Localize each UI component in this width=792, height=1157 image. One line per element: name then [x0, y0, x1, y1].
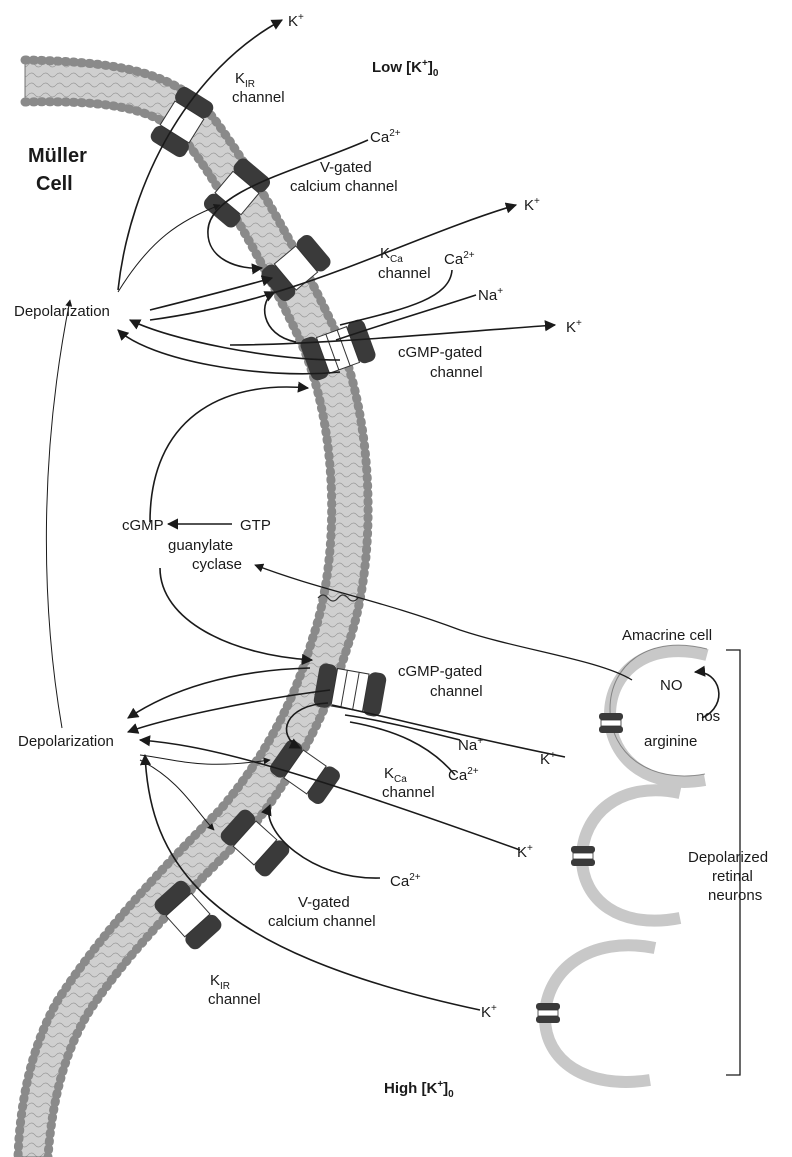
na-ion-label-bottom: Na+ — [458, 736, 483, 754]
cgmp-label-top-line2: channel — [430, 364, 483, 381]
no-label: NO — [660, 677, 683, 694]
cgmp-label-bottom-line2: channel — [430, 683, 483, 700]
k-ion-label-amacrine: K+ — [540, 750, 556, 768]
k-ion-label-neuron-bottom: K+ — [481, 1003, 497, 1021]
kir-label-top-line2: channel — [232, 89, 285, 106]
ca-ion-label-mid: Ca2+ — [444, 250, 475, 268]
cgmp-label-top-line1: cGMP-gated — [398, 344, 482, 361]
depolarization-label-bottom: Depolarization — [18, 733, 114, 750]
high-k-label: High [K+]0 — [384, 1079, 454, 1100]
cgmp-label: cGMP — [122, 517, 164, 534]
arginine-label: arginine — [644, 733, 697, 750]
cell-membrane — [0, 55, 368, 1157]
amacrine-k-channel — [599, 713, 623, 733]
kir-label-top: KIR — [235, 70, 255, 90]
vgated-label-top-line1: V-gated — [320, 159, 372, 176]
kca-label-bottom-line2: channel — [382, 784, 435, 801]
gtp-label: GTP — [240, 517, 271, 534]
depolarization-label-top: Depolarization — [14, 303, 110, 320]
kir-label-bottom-line2: channel — [208, 991, 261, 1008]
na-ion-label-top: Na+ — [478, 286, 503, 304]
retinal-neuron-middle — [571, 790, 680, 920]
k-ion-label-mid-right: K+ — [566, 318, 582, 336]
cell-label-line1: Müller — [28, 145, 87, 167]
kca-label-top-line2: channel — [378, 265, 431, 282]
k-ion-label-upper-right: K+ — [524, 196, 540, 214]
neuron-bottom-k-channel — [536, 1003, 560, 1023]
vgated-label-bottom-line2: calcium channel — [268, 913, 376, 930]
cyclase-label: cyclase — [192, 556, 242, 573]
amacrine-cell — [599, 645, 707, 782]
retinal-neuron-bottom — [536, 945, 655, 1082]
kir-label-bottom: KIR — [210, 972, 230, 992]
depolarized-neurons-line1: Depolarized — [688, 849, 768, 866]
ca-ion-label-lowest: Ca2+ — [390, 872, 421, 890]
ca-ion-label-bottom: Ca2+ — [448, 766, 479, 784]
depolarized-neurons-line2: retinal — [712, 868, 753, 885]
low-k-label: Low [K+]0 — [372, 58, 439, 79]
cell-label-line2: Cell — [36, 173, 73, 195]
vgated-label-top-line2: calcium channel — [290, 178, 398, 195]
k-ion-label-top: K+ — [288, 12, 304, 30]
neuron-middle-k-channel — [571, 846, 595, 866]
cgmp-label-bottom-line1: cGMP-gated — [398, 663, 482, 680]
kca-label-bottom: KCa — [384, 765, 407, 785]
k-ion-label-neuron-middle: K+ — [517, 843, 533, 861]
nos-label: nos — [696, 708, 720, 725]
depolarized-neurons-line3: neurons — [708, 887, 762, 904]
vgated-label-bottom-line1: V-gated — [298, 894, 350, 911]
amacrine-cell-label: Amacrine cell — [622, 627, 712, 644]
ca-ion-label-top: Ca2+ — [370, 128, 401, 146]
guanylate-label: guanylate — [168, 537, 233, 554]
